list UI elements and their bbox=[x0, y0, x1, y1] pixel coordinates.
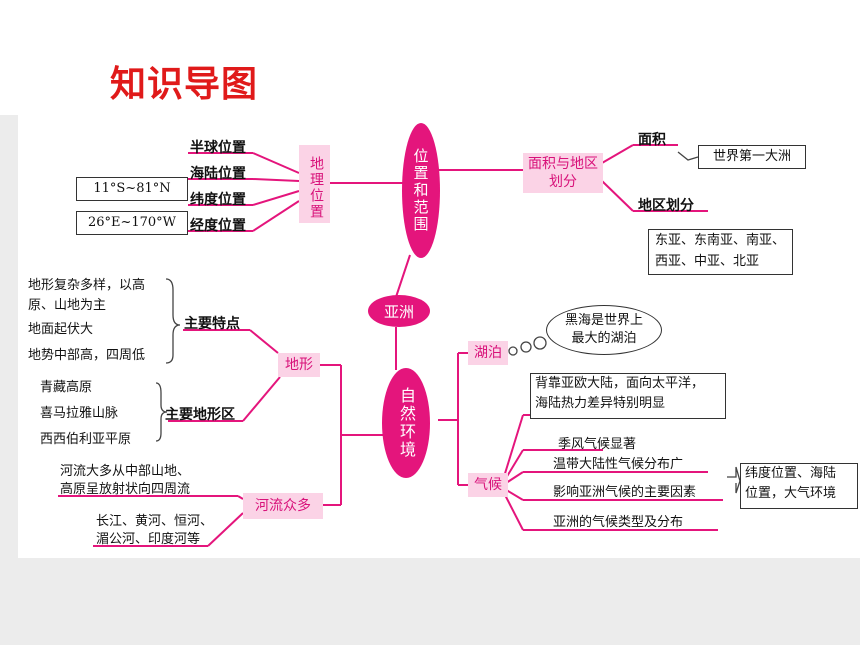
climate-item-4: 亚洲的气候类型及分布 bbox=[553, 515, 684, 530]
longitude-position: 经度位置 bbox=[190, 218, 246, 234]
terrain-feature-3: 地势中部高，四周低 bbox=[28, 348, 146, 363]
main-terrain-regions-label: 主要地形区 bbox=[165, 407, 235, 423]
main-features-label: 主要特点 bbox=[184, 316, 240, 332]
regions-box: 东亚、东南亚、南亚、 西亚、中亚、北亚 bbox=[648, 229, 793, 275]
river-note-1b: 高原呈放射状向四周流 bbox=[60, 482, 191, 497]
climate-intro-1: 背靠亚欧大陆，面向太平洋， bbox=[535, 376, 705, 391]
area-note-box: 世界第一大洲 bbox=[698, 145, 806, 169]
connector-lines bbox=[58, 144, 741, 547]
hemisphere-position: 半球位置 bbox=[190, 140, 246, 156]
lake-node: 湖泊 bbox=[468, 341, 508, 365]
terrain-region-1: 青藏高原 bbox=[40, 380, 93, 395]
climate-factors-box: 纬度位置、海陆 位置，大气环境 bbox=[740, 463, 858, 509]
geo-location-node: 地理位置 bbox=[299, 145, 330, 223]
terrain-feature-1b: 原、山地为主 bbox=[28, 298, 107, 313]
land-sea-position: 海陆位置 bbox=[190, 166, 246, 182]
terrain-feature-1: 地形复杂多样，以高 bbox=[28, 278, 146, 293]
area-region-node: 面积与地区划分 bbox=[523, 153, 603, 193]
lake-note-1: 黑海是世界上 bbox=[564, 313, 643, 328]
climate-factors-1: 纬度位置、海陆 bbox=[745, 466, 837, 481]
climate-item-3: 影响亚洲气候的主要因素 bbox=[553, 485, 697, 500]
area-label: 面积 bbox=[638, 132, 666, 148]
lake-note-bubble: 黑海是世界上 最大的湖泊 bbox=[546, 305, 662, 355]
terrain-feature-2: 地面起伏大 bbox=[28, 322, 94, 337]
position-range-hub: 位置和范围 bbox=[402, 123, 440, 258]
climate-node: 气候 bbox=[468, 473, 508, 497]
page-title: 知识导图 bbox=[110, 64, 259, 105]
mind-map: 位置和范围 亚洲 自然环境 地理位置 半球位置 海陆位置 纬度位置 经度位置 1… bbox=[18, 115, 860, 558]
natural-environment-hub: 自然环境 bbox=[382, 368, 430, 478]
region-division-label: 地区划分 bbox=[638, 198, 694, 214]
climate-intro-2: 海陆热力差异特别明显 bbox=[535, 396, 666, 411]
river-note-2: 长江、黄河、恒河、 bbox=[96, 514, 214, 529]
river-note-1: 河流大多从中部山地、 bbox=[60, 464, 191, 479]
climate-item-2: 温带大陆性气候分布广 bbox=[553, 457, 684, 472]
river-note-2b: 湄公河、印度河等 bbox=[96, 532, 201, 547]
lake-note-2: 最大的湖泊 bbox=[571, 331, 637, 346]
terrain-region-3: 西西伯利亚平原 bbox=[40, 432, 132, 447]
climate-intro-box: 背靠亚欧大陆，面向太平洋， 海陆热力差异特别明显 bbox=[530, 373, 726, 419]
terrain-node: 地形 bbox=[278, 353, 320, 377]
header-area: 知识导图 bbox=[0, 0, 860, 115]
climate-factors-2: 位置，大气环境 bbox=[745, 486, 837, 501]
latitude-range-box: 11°S~81°N bbox=[76, 177, 188, 201]
climate-item-1: 季风气候显著 bbox=[558, 437, 637, 452]
terrain-region-2: 喜马拉雅山脉 bbox=[40, 406, 119, 421]
longitude-range-box: 26°E~170°W bbox=[76, 211, 188, 235]
asia-center-node: 亚洲 bbox=[368, 295, 430, 327]
regions-line-1: 东亚、东南亚、南亚、 bbox=[655, 233, 786, 248]
rivers-node: 河流众多 bbox=[243, 493, 323, 519]
latitude-position: 纬度位置 bbox=[190, 192, 246, 208]
regions-line-2: 西亚、中亚、北亚 bbox=[655, 254, 760, 269]
